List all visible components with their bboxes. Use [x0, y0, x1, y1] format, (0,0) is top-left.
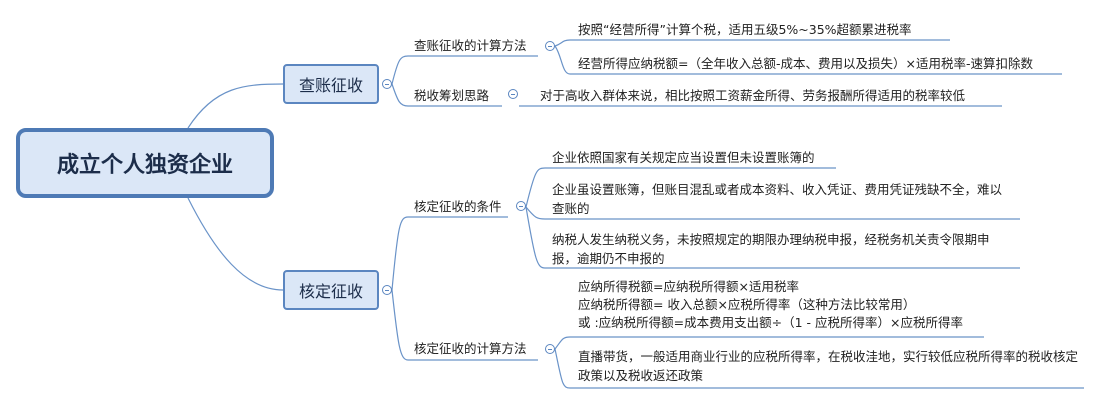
leaf-item[interactable]: 按照“经营所得”计算个税，适用五级5%~35%超额累进税率 — [578, 20, 912, 39]
subtopic-heding-fangfa[interactable]: 核定征收的计算方法 — [414, 341, 527, 357]
collapse-icon[interactable] — [545, 41, 555, 51]
connector-chazhang-siliu — [391, 83, 409, 107]
subtopic-label: 核定征收的计算方法 — [414, 341, 527, 356]
subtopic-label: 查账征收的计算方法 — [414, 38, 527, 53]
formula-line: 或 :应纳税所得额=成本费用支出额÷（1 - 应税所得率）×应税所得率 — [578, 315, 964, 330]
collapse-icon[interactable] — [545, 344, 555, 354]
subtopic-label: 核定征收的条件 — [414, 199, 502, 214]
collapse-icon[interactable] — [516, 201, 526, 211]
branch-node-heding[interactable]: 核定征收 — [283, 270, 379, 310]
leaf-item[interactable]: 直播带货，一般适用商业行业的应税所得率，在税收洼地，实行较低应税所得率的税收核定… — [578, 347, 1078, 385]
leaf-item[interactable]: 企业虽设置账簿，但账目混乱或者成本资料、收入凭证、费用凭证残缺不全，难以查账的 — [552, 180, 1014, 218]
connector-root-chazhang — [187, 83, 284, 129]
root-title: 成立个人独资企业 — [56, 153, 233, 178]
branch-label: 查账征收 — [298, 76, 363, 95]
leaf-item[interactable]: 对于高收入群体来说，相比按照工资薪金所得、劳务报酬所得适用的税率较低 — [540, 86, 965, 105]
formula-line: 应纳所得税额=应纳税所得额×适用税率 — [578, 279, 799, 294]
leaf-item[interactable]: 企业依照国家有关规定应当设置但未设置账簿的 — [552, 148, 815, 167]
collapse-icon[interactable] — [508, 89, 518, 99]
root-node[interactable]: 成立个人独资企业 — [16, 128, 274, 198]
leaf-text: 对于高收入群体来说，相比按照工资薪金所得、劳务报酬所得适用的税率较低 — [540, 88, 966, 103]
formula-block[interactable]: 应纳所得税额=应纳税所得额×适用税率 应纳税所得额= 收入总额×应税所得率（这种… — [578, 278, 963, 332]
leaf-text: 企业虽设置账簿，但账目混乱或者成本资料、收入凭证、费用凭证残缺不全，难以查账的 — [552, 182, 1003, 216]
subtopic-label: 税收筹划思路 — [414, 88, 490, 103]
subtopic-heding-tiaojian[interactable]: 核定征收的条件 — [414, 199, 502, 215]
connector-chazhang-fangfa — [391, 55, 409, 85]
branch-label: 核定征收 — [298, 282, 363, 301]
branch-node-chazhang[interactable]: 查账征收 — [283, 64, 379, 104]
subtopic-chazhang-siliu[interactable]: 税收筹划思路 — [414, 88, 489, 104]
leaf-text: 纳税人发生纳税义务，未按照规定的期限办理纳税申报，经税务机关责令限期申报，逾期仍… — [552, 232, 990, 266]
leaf-text: 经营所得应纳税额=（全年收入总额-成本、费用以及损失）×适用税率-速算扣除数 — [578, 56, 1033, 71]
leaf-item[interactable]: 纳税人发生纳税义务，未按照规定的期限办理纳税申报，经税务机关责令限期申报，逾期仍… — [552, 230, 1014, 268]
collapse-icon[interactable] — [382, 79, 392, 89]
leaf-item[interactable]: 经营所得应纳税额=（全年收入总额-成本、费用以及损失）×适用税率-速算扣除数 — [578, 54, 1033, 73]
connector-root-heding — [187, 197, 284, 291]
collapse-icon[interactable] — [382, 285, 392, 295]
leaf-text: 按照“经营所得”计算个税，适用五级5%~35%超额累进税率 — [578, 22, 912, 37]
subtopic-chazhang-fangfa[interactable]: 查账征收的计算方法 — [414, 38, 527, 54]
leaf-text: 企业依照国家有关规定应当设置但未设置账簿的 — [552, 150, 815, 165]
leaf-text: 直播带货，一般适用商业行业的应税所得率，在税收洼地，实行较低应税所得率的税收核定… — [578, 349, 1079, 383]
formula-line: 应纳税所得额= 收入总额×应税所得率（这种方法比较常用） — [578, 297, 916, 312]
